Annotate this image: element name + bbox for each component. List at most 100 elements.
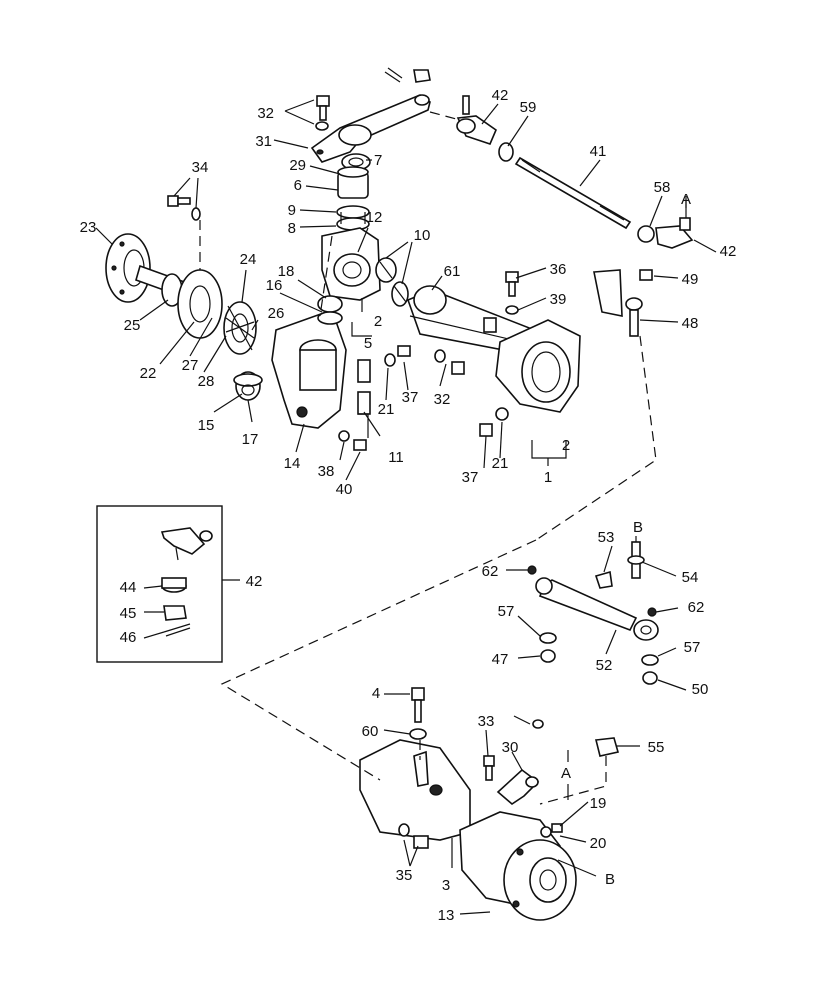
bolt-32-top: [315, 95, 330, 131]
inset-tie-rod-end: [160, 527, 213, 561]
callout-57a: 57: [498, 603, 515, 620]
callout-14: 14: [284, 455, 301, 472]
bolt-32-side: [434, 349, 465, 375]
callout-54: 54: [682, 569, 699, 586]
callout-A2: A: [561, 765, 571, 782]
callout-42a: 42: [492, 87, 509, 104]
bolt-37-21-bottom: [479, 407, 509, 437]
fittings-19-20: [540, 823, 563, 838]
callout-20: 20: [590, 835, 607, 852]
callout-1: 1: [544, 469, 552, 486]
callout-6: 6: [294, 177, 302, 194]
callout-57b: 57: [684, 639, 701, 656]
assembly-dash-lines: [199, 111, 657, 805]
callout-32a: 32: [257, 105, 274, 122]
clamp-58: [637, 225, 655, 243]
axle-shaft-25: [135, 264, 191, 307]
callout-A1: A: [681, 191, 691, 208]
steering-arm: [310, 94, 431, 163]
bearing-15: [233, 371, 263, 401]
callout-11: 11: [388, 449, 404, 466]
callout-37b: 37: [462, 469, 479, 486]
callout-50: 50: [692, 681, 709, 698]
bolt-49: [639, 269, 653, 281]
callout-18: 18: [278, 263, 295, 280]
knuckle-housing-upper: [321, 227, 381, 301]
callout-40: 40: [336, 481, 353, 498]
callout-8: 8: [288, 220, 296, 237]
callout-labels: 32 31 29 7 6 9 8 34 23 12 10 61 24 18 16…: [80, 87, 737, 924]
callout-58: 58: [654, 179, 671, 196]
gasket-61: [413, 285, 447, 315]
callout-3: 3: [442, 877, 450, 894]
callout-21b: 21: [492, 455, 509, 472]
callout-47: 47: [492, 651, 509, 668]
spacer-11: [357, 359, 371, 415]
clamp-59: [498, 142, 514, 162]
axle-housing-1: [406, 289, 581, 413]
bolt-36-39: [505, 271, 519, 315]
fitting-53: [594, 570, 613, 589]
knuckle-housing-3: [359, 739, 471, 841]
bolt-21-37: [384, 345, 411, 367]
steering-cylinder-52: [535, 577, 659, 641]
callout-41: 41: [590, 143, 607, 160]
drive-flange-23: [105, 233, 151, 303]
steering-arm-30: [496, 715, 544, 806]
callout-7: 7: [374, 152, 382, 169]
callout-33: 33: [478, 713, 495, 730]
callout-36: 36: [550, 261, 567, 278]
washers-57-nuts-47-50: [539, 632, 659, 685]
callout-17: 17: [242, 431, 259, 448]
callout-B1: B: [633, 519, 643, 536]
nut-55: [595, 737, 620, 757]
callout-34: 34: [192, 159, 209, 176]
bevel-gear-24: [223, 301, 257, 355]
bearing-cup-16-18: [317, 295, 343, 325]
bolt-38-40: [338, 430, 367, 451]
callout-32b: 32: [434, 391, 451, 408]
castle-nut-top: [413, 69, 431, 83]
callout-31: 31: [255, 133, 272, 150]
callout-16: 16: [266, 277, 283, 294]
tie-rod-end-42-left: [456, 95, 497, 145]
callout-21a: 21: [378, 401, 395, 418]
callout-25: 25: [124, 317, 141, 334]
callout-62b: 62: [688, 599, 705, 616]
callout-49: 49: [682, 271, 699, 288]
callout-42c: 42: [246, 573, 263, 590]
bolt-34: [167, 195, 201, 221]
leader-lines: [95, 99, 717, 915]
kingpin-stack: [336, 166, 370, 231]
knuckle-14: [271, 308, 347, 429]
callout-60: 60: [362, 723, 379, 740]
callout-B2: B: [605, 871, 615, 888]
callout-59: 59: [520, 99, 537, 116]
callout-37a: 37: [402, 389, 419, 406]
wheel-hub-13: [459, 811, 577, 921]
inset-cotter-46: [163, 623, 191, 637]
callout-4: 4: [372, 685, 380, 702]
callout-2a: 2: [374, 313, 382, 330]
callout-22: 22: [140, 365, 157, 382]
gear-10: [375, 257, 409, 307]
bolt-35: [398, 823, 429, 849]
callout-30: 30: [502, 739, 519, 756]
callout-27: 27: [182, 357, 199, 374]
callout-24: 24: [240, 251, 257, 268]
callout-28: 28: [198, 373, 215, 390]
bracket-48: [593, 269, 643, 337]
callout-38: 38: [318, 463, 335, 480]
tie-rod-41: [514, 156, 632, 230]
callout-53: 53: [598, 529, 615, 546]
callout-5: 5: [364, 335, 372, 352]
callout-45: 45: [120, 605, 137, 622]
bolt-4-washer-60: [409, 687, 427, 740]
callout-23: 23: [80, 219, 97, 236]
callout-19: 19: [590, 795, 607, 812]
retainer-22: [177, 269, 223, 339]
callout-55: 55: [648, 739, 665, 756]
callout-48: 48: [682, 315, 699, 332]
